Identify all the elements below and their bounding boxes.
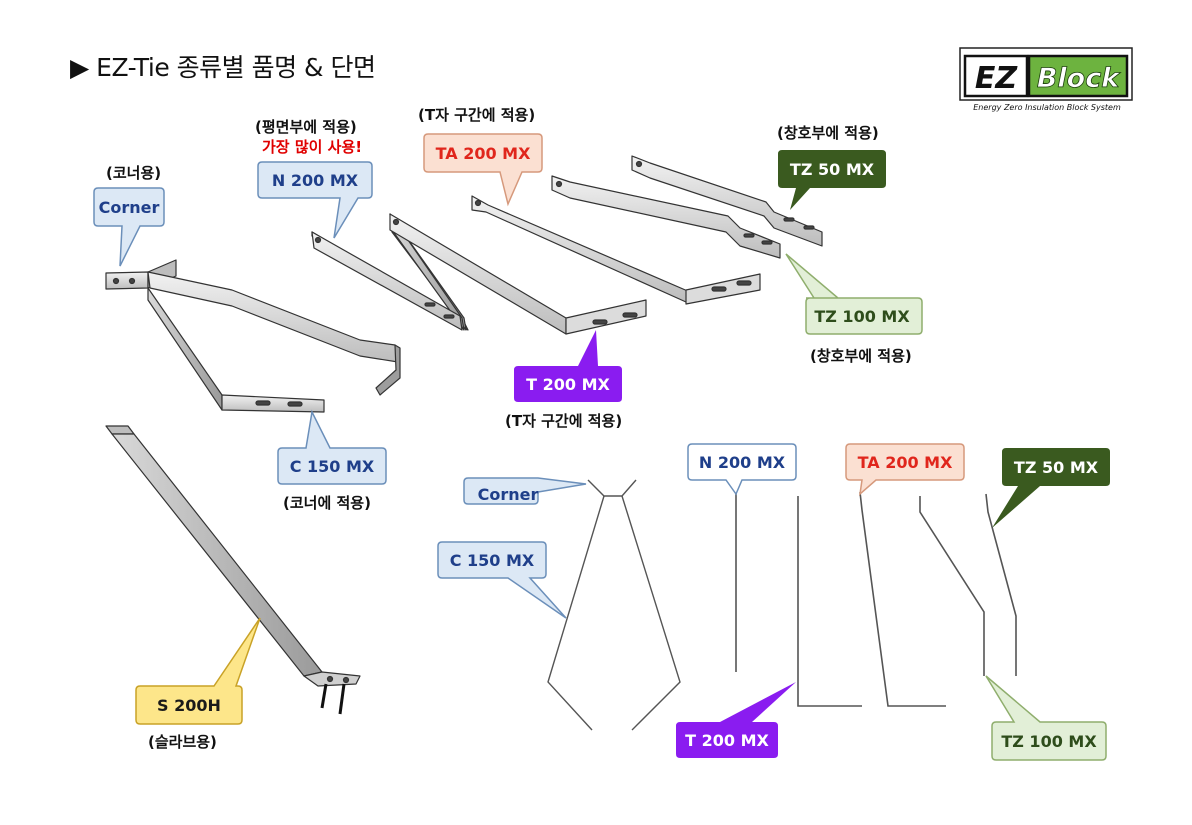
label-tz100-section: TZ 100 MX <box>1001 732 1097 751</box>
caption-flat-top: (평면부에 적용) <box>255 118 357 136</box>
caption-window-top: (창호부에 적용) <box>777 124 879 142</box>
label-tz100-top: TZ 100 MX <box>814 307 910 326</box>
callout-s200h: S 200H <box>135 617 261 725</box>
callout-n200-top: N 200 MX <box>257 161 373 239</box>
label-corner-top: Corner <box>99 198 160 217</box>
callout-c150-top: C 150 MX <box>277 409 387 485</box>
logo-block-text: Block <box>1037 63 1121 94</box>
callout-tz100-top: TZ 100 MX <box>785 253 923 335</box>
caption-corner-bottom: (코너에 적용) <box>283 494 371 512</box>
caption-window-bottom: (창호부에 적용) <box>810 347 912 365</box>
callout-t200-section: T 200 MX <box>676 682 796 758</box>
ez-block-logo: EZ Block Energy Zero Insulation Block Sy… <box>959 47 1133 112</box>
logo-ez-text: EZ <box>975 61 1018 96</box>
tz100-tie-part <box>551 175 781 259</box>
t200-section <box>797 496 862 707</box>
label-t200-section: T 200 MX <box>685 731 769 750</box>
callout-tz100-section: TZ 100 MX <box>985 675 1107 761</box>
label-n200-section: N 200 MX <box>699 453 786 472</box>
callout-n200-section: N 200 MX <box>687 443 797 496</box>
callout-tz50-top: TZ 50 MX <box>778 150 886 210</box>
label-ta200-section: TA 200 MX <box>858 453 954 472</box>
label-tz50-section: TZ 50 MX <box>1014 458 1099 477</box>
ta200-section <box>859 491 946 707</box>
tz50-tie-part <box>631 155 823 247</box>
caption-corner-top: (코너용) <box>106 164 162 182</box>
page-title: ▶ EZ-Tie 종류별 품명 & 단면 <box>70 53 376 82</box>
callout-c150-section: C 150 MX <box>437 541 567 619</box>
callout-t200-top: T 200 MX <box>514 330 622 402</box>
t200-tie-part <box>389 213 647 335</box>
label-corner-section: Corner <box>478 485 539 504</box>
caption-tee-top: (T자 구간에 적용) <box>418 106 536 124</box>
caption-tee-bottom: (T자 구간에 적용) <box>505 412 623 430</box>
callout-corner-top: Corner <box>93 187 165 267</box>
label-n200-top: N 200 MX <box>272 171 359 190</box>
callout-ta200-section: TA 200 MX <box>845 443 965 496</box>
label-tz50-top: TZ 50 MX <box>790 160 875 179</box>
label-ta200-top: TA 200 MX <box>436 144 532 163</box>
tz100-section <box>919 496 985 676</box>
callout-ta200-top: TA 200 MX <box>423 133 543 207</box>
corner-tie-part <box>105 259 401 413</box>
callout-corner-section: Corner <box>463 477 587 505</box>
label-c150-top: C 150 MX <box>290 457 375 476</box>
corner-section <box>547 479 681 731</box>
label-t200-top: T 200 MX <box>526 375 610 394</box>
caption-flat-note: 가장 많이 사용! <box>262 138 363 156</box>
ta200-tie-part <box>471 195 761 305</box>
label-s200h: S 200H <box>157 696 221 715</box>
tz50-section <box>985 493 1017 676</box>
label-c150-section: C 150 MX <box>450 551 535 570</box>
logo-tagline: Energy Zero Insulation Block System <box>973 103 1121 112</box>
caption-slab: (슬라브용) <box>148 733 217 751</box>
s200h-tie-part <box>105 425 361 715</box>
callout-tz50-section: TZ 50 MX <box>992 448 1110 528</box>
